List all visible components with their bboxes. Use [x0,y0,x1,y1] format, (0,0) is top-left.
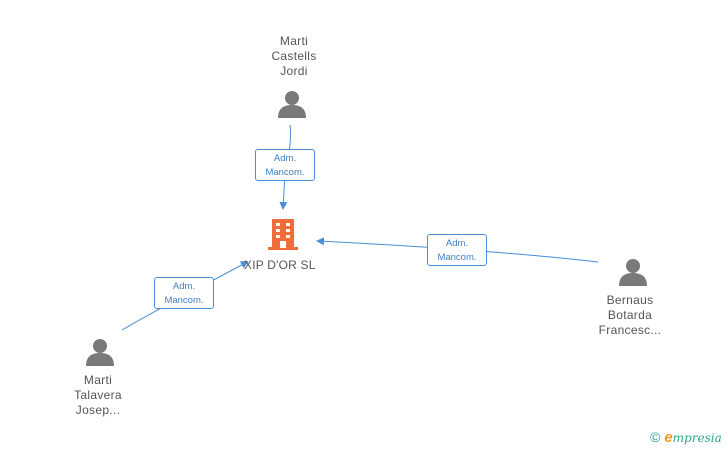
role-line: Mancom. [265,167,305,178]
role-line: Mancom. [164,295,204,306]
name-line: Josep... [75,403,121,417]
person-name-marti-castells[interactable]: Marti Castells Jordi [239,34,349,79]
brand-logo-initial: e [664,429,673,446]
building-icon[interactable] [268,219,298,250]
role-line: Adm. [445,238,469,249]
person-name-bernaus-botarda[interactable]: Bernaus Botarda Francesc... [575,293,685,338]
person-name-marti-talavera[interactable]: Marti Talavera Josep... [43,373,153,418]
name-line: Bernaus [606,293,654,307]
name-line: Jordi [280,64,308,78]
role-badge[interactable]: Adm. Mancom. [255,149,315,181]
role-badge[interactable]: Adm. Mancom. [154,277,214,309]
person-icon[interactable] [619,259,647,286]
company-name[interactable]: XIP D'OR SL [244,258,316,272]
role-line: Adm. [172,281,196,292]
person-icon[interactable] [86,339,114,366]
name-line: Castells [271,49,317,63]
role-line: Mancom. [437,252,477,263]
name-line: Botarda [607,308,653,322]
person-icon[interactable] [278,91,306,118]
copyright-symbol: © [650,429,661,445]
name-line: Marti [279,34,309,48]
name-line: Francesc... [598,323,662,337]
role-line: Adm. [273,153,297,164]
name-line: Talavera [74,388,122,402]
empresia-watermark: ©empresia [650,429,722,447]
brand-logo-text: mpresia [672,431,722,445]
name-line: Marti [83,373,113,387]
role-badge[interactable]: Adm. Mancom. [427,234,487,266]
